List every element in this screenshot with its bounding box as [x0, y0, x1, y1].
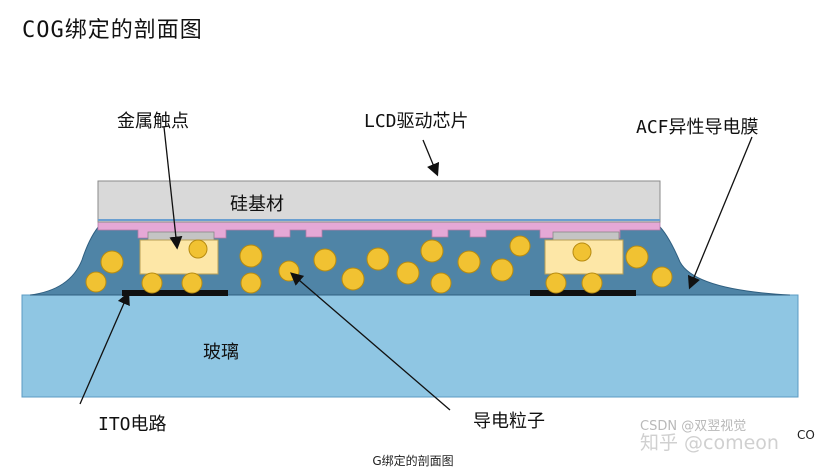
right-bump-cap [552, 231, 620, 241]
particle [581, 272, 603, 294]
particle [188, 239, 208, 259]
particle [141, 272, 163, 294]
leader-acf [687, 136, 753, 290]
glass-panel [21, 294, 799, 398]
particle [181, 272, 203, 294]
watermark-tail: CO [797, 428, 815, 442]
label-silicon-substrate: 硅基材 [230, 194, 284, 215]
particle [420, 239, 444, 263]
label-conductive-particle: 导电粒子 [473, 411, 545, 432]
diagram-title: COG绑定的剖面图 [22, 18, 203, 43]
watermark-csdn: CSDN @双翌视觉 [640, 419, 747, 434]
conductive-particles [85, 235, 673, 294]
label-lcd-chip: LCD驱动芯片 [364, 111, 469, 132]
label-acf-film: ACF异性导电膜 [636, 117, 759, 138]
particle [651, 266, 673, 288]
left-ito-pad [122, 290, 228, 296]
label-glass: 玻璃 [203, 342, 239, 363]
leader-ito [79, 291, 130, 405]
silicon-substrate [97, 180, 661, 223]
left-bump-cap [147, 231, 215, 241]
particle [545, 272, 567, 294]
label-ito-circuit: ITO电路 [98, 414, 167, 435]
label-metal-contact: 金属触点 [117, 111, 189, 132]
leader-lcd-chip [422, 139, 440, 177]
right-ito-pad [530, 290, 636, 296]
particle [509, 235, 531, 257]
particle [240, 272, 262, 294]
particle [430, 272, 452, 294]
particle [100, 250, 124, 274]
particle [572, 242, 592, 262]
leader-particle [290, 272, 451, 411]
watermark-zhihu: 知乎 @comeon [640, 432, 779, 454]
figure-caption: G绑定的剖面图 [372, 454, 454, 468]
particle [396, 261, 420, 285]
particle [85, 271, 107, 293]
particle [457, 250, 481, 274]
leader-metal-contact [163, 126, 183, 250]
particle [313, 248, 337, 272]
particle [625, 245, 649, 269]
particle [341, 267, 365, 291]
particle [490, 258, 514, 282]
particle [366, 247, 390, 271]
particle [239, 244, 263, 268]
